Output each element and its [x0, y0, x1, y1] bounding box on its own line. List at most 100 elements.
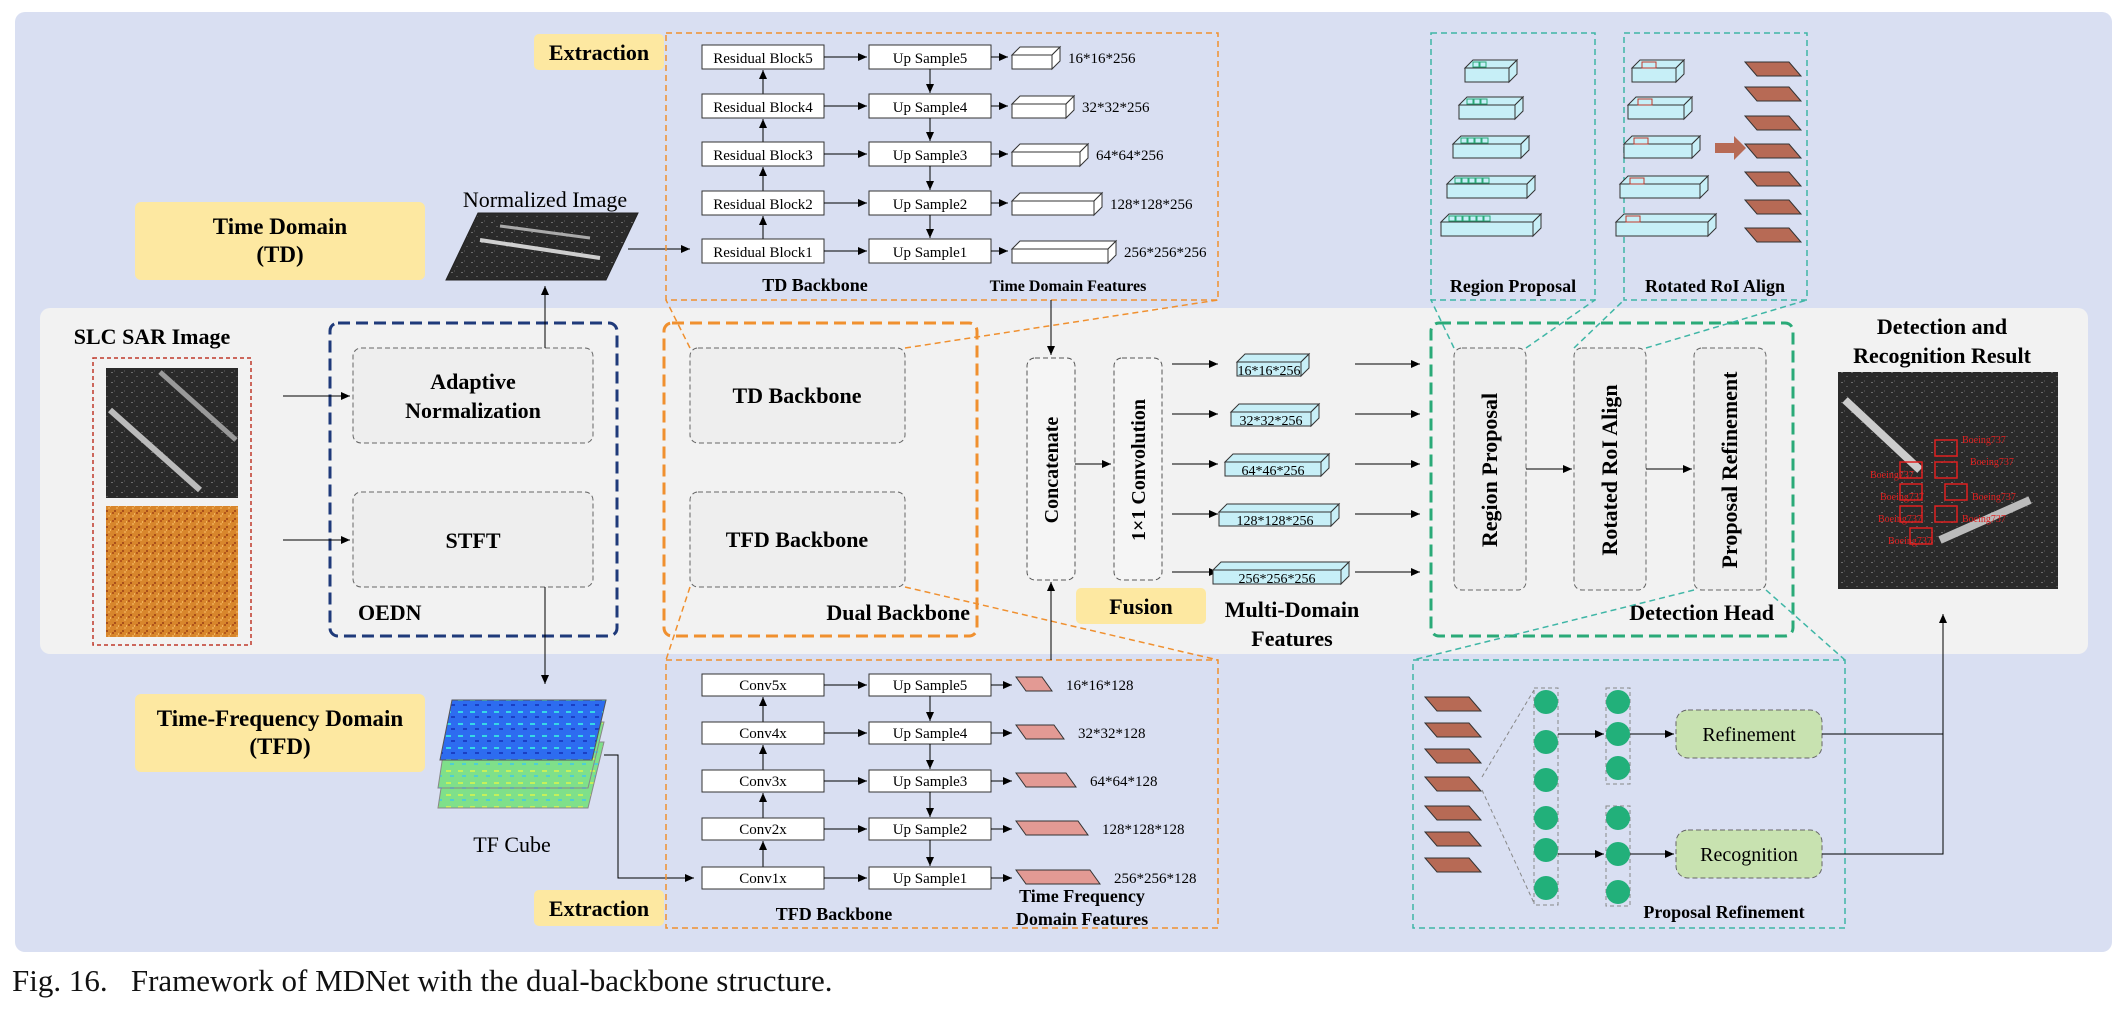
td-feature-map-front: [1011, 248, 1109, 264]
detection-head-label: Detection Head: [1629, 600, 1774, 625]
multi-domain-features: 16*16*25632*32*25664*46*256128*128*25625…: [1172, 352, 1420, 587]
multi-domain-feature-dim: 32*32*256: [1240, 414, 1303, 429]
proposal-feature-top: [1423, 776, 1483, 792]
tfd-backbone-label: TFD Backbone: [726, 527, 869, 552]
td-residual-label: Residual Block1: [713, 245, 813, 261]
roi-pooled-feature-top: [1743, 86, 1803, 102]
tfd-feature-map: [1015, 772, 1077, 788]
proposal-feature: [1423, 696, 1483, 712]
time-domain-abbr-text: (TD): [256, 242, 303, 267]
tfd-feature-map-top: [1015, 772, 1077, 788]
anchor-grid-cell: [1448, 215, 1456, 222]
td-residual-block: [701, 141, 825, 167]
detection-box: [1899, 505, 1923, 523]
tfd-backbone-caption: TFD Backbone: [776, 904, 893, 924]
tfd-conv-label: Conv5x: [739, 678, 787, 694]
fc1-node: [1534, 690, 1558, 714]
tfd-feature-dim: 16*16*128: [1066, 678, 1134, 694]
adaptive-normalization-line2: Normalization: [405, 398, 541, 423]
fc-layer-1: [1533, 687, 1559, 906]
roi-feature-map-front: [1619, 183, 1701, 199]
concatenate-block: [1026, 357, 1076, 581]
recognition-label: Recognition: [1700, 844, 1798, 866]
tfd-feature-map-top: [1015, 724, 1065, 740]
tfd-label: Time-Frequency Domain: [157, 706, 404, 731]
fc1-node: [1534, 838, 1558, 862]
anchor-grid-cell: [1473, 98, 1481, 105]
roi-box: [1633, 137, 1649, 145]
proposal-feature: [1423, 831, 1483, 847]
roi-feature-map: [1630, 58, 1686, 84]
anchor-grid-cell: [1483, 215, 1491, 222]
anchor-grid-cell: [1480, 98, 1488, 105]
multi-domain-feature-map-top: [1229, 403, 1321, 413]
detection-label: Boeing737: [1878, 514, 1922, 525]
concatenate-label: Concatenate: [1041, 417, 1063, 524]
tf-cube-image: [437, 699, 607, 809]
proposal-refinement-caption: Proposal Refinement: [1643, 902, 1804, 922]
proposal-refinement-network: [1423, 687, 1674, 907]
tfd-upsample-label: Up Sample5: [893, 678, 968, 694]
anchor-grid-cell: [1468, 177, 1476, 184]
td-residual-label: Residual Block2: [713, 197, 813, 213]
multi-domain-feature-map-front: [1236, 361, 1302, 377]
rp-feature-map: [1445, 174, 1537, 200]
roi-pooled-feature-top: [1743, 199, 1803, 215]
roi-box: [1629, 177, 1645, 185]
td-feature-dim: 64*64*256: [1096, 148, 1164, 164]
multi-domain-feature-map: [1211, 560, 1351, 586]
multi-domain-feature-map-front: [1224, 461, 1322, 477]
anchor-grid-cell: [1479, 61, 1487, 68]
anchor-grid-cell: [1476, 215, 1484, 222]
rp-feature-map-front: [1458, 104, 1516, 120]
proposal-refinement-label: Proposal Refinement: [1717, 371, 1742, 569]
proposal-feature: [1423, 857, 1483, 873]
dual-backbone-frame: [662, 321, 979, 638]
multi-domain-feature-map: [1229, 402, 1321, 428]
multi-domain-feature-map: [1223, 452, 1331, 478]
dual-backbone-label: Dual Backbone: [826, 600, 970, 625]
detection-label: Boeing737: [1880, 492, 1924, 503]
td-backbone-caption: TD Backbone: [762, 275, 868, 295]
fc1-node: [1534, 876, 1558, 900]
tfd-conv-label: Conv2x: [739, 822, 787, 838]
slc-sar-amplitude-image: [106, 368, 238, 498]
tfd-conv-label: Conv4x: [739, 726, 787, 742]
td-feature-map-front: [1011, 54, 1053, 70]
fc1-node: [1534, 806, 1558, 830]
tfd-feature-map-top: [1015, 869, 1101, 885]
anchor-grid-cell: [1472, 61, 1480, 68]
detection-box: [1909, 527, 1933, 545]
multi-domain-label-line1: Multi-Domain: [1225, 597, 1359, 622]
figure-caption: Fig. 16. Framework of MDNet with the dua…: [12, 963, 833, 998]
multi-domain-feature-dim: 128*128*256: [1237, 514, 1314, 529]
rp-feature-map-front: [1440, 221, 1534, 237]
multi-domain-feature-map: [1235, 352, 1311, 378]
td-upsample-block: [868, 238, 992, 264]
fc2a-node: [1606, 756, 1630, 780]
slc-sar-phase-image: [106, 506, 238, 637]
extraction-bottom-box: [534, 890, 664, 926]
rotated-roi-align-block: [1573, 347, 1647, 591]
fc2b-node: [1606, 842, 1630, 866]
proposal-feature: [1423, 776, 1483, 792]
extraction-top-label: Extraction: [549, 40, 649, 65]
roi-feature-map: [1622, 134, 1702, 160]
time-domain-box: [135, 202, 425, 280]
fc-layer-2a: [1605, 687, 1631, 785]
region-proposal-detail: [1430, 32, 1596, 301]
td-backbone-label: TD Backbone: [733, 383, 862, 408]
tfd-feature-dim: 64*64*128: [1090, 774, 1158, 790]
extraction-bottom-label: Extraction: [549, 896, 649, 921]
td-feature-map-front: [1011, 103, 1067, 119]
td-feature-map: [1010, 94, 1076, 120]
time-domain-features-caption: Time Domain Features: [990, 278, 1147, 295]
fc1-node: [1534, 730, 1558, 754]
roi-pooled-feature: [1743, 115, 1803, 131]
tfd-feature-map: [1015, 820, 1089, 836]
proposal-feature-top: [1423, 857, 1483, 873]
td-feature-map-top: [1010, 143, 1090, 153]
roi-pooled-feature: [1743, 227, 1803, 243]
tfd-backbone-block: [689, 491, 906, 588]
